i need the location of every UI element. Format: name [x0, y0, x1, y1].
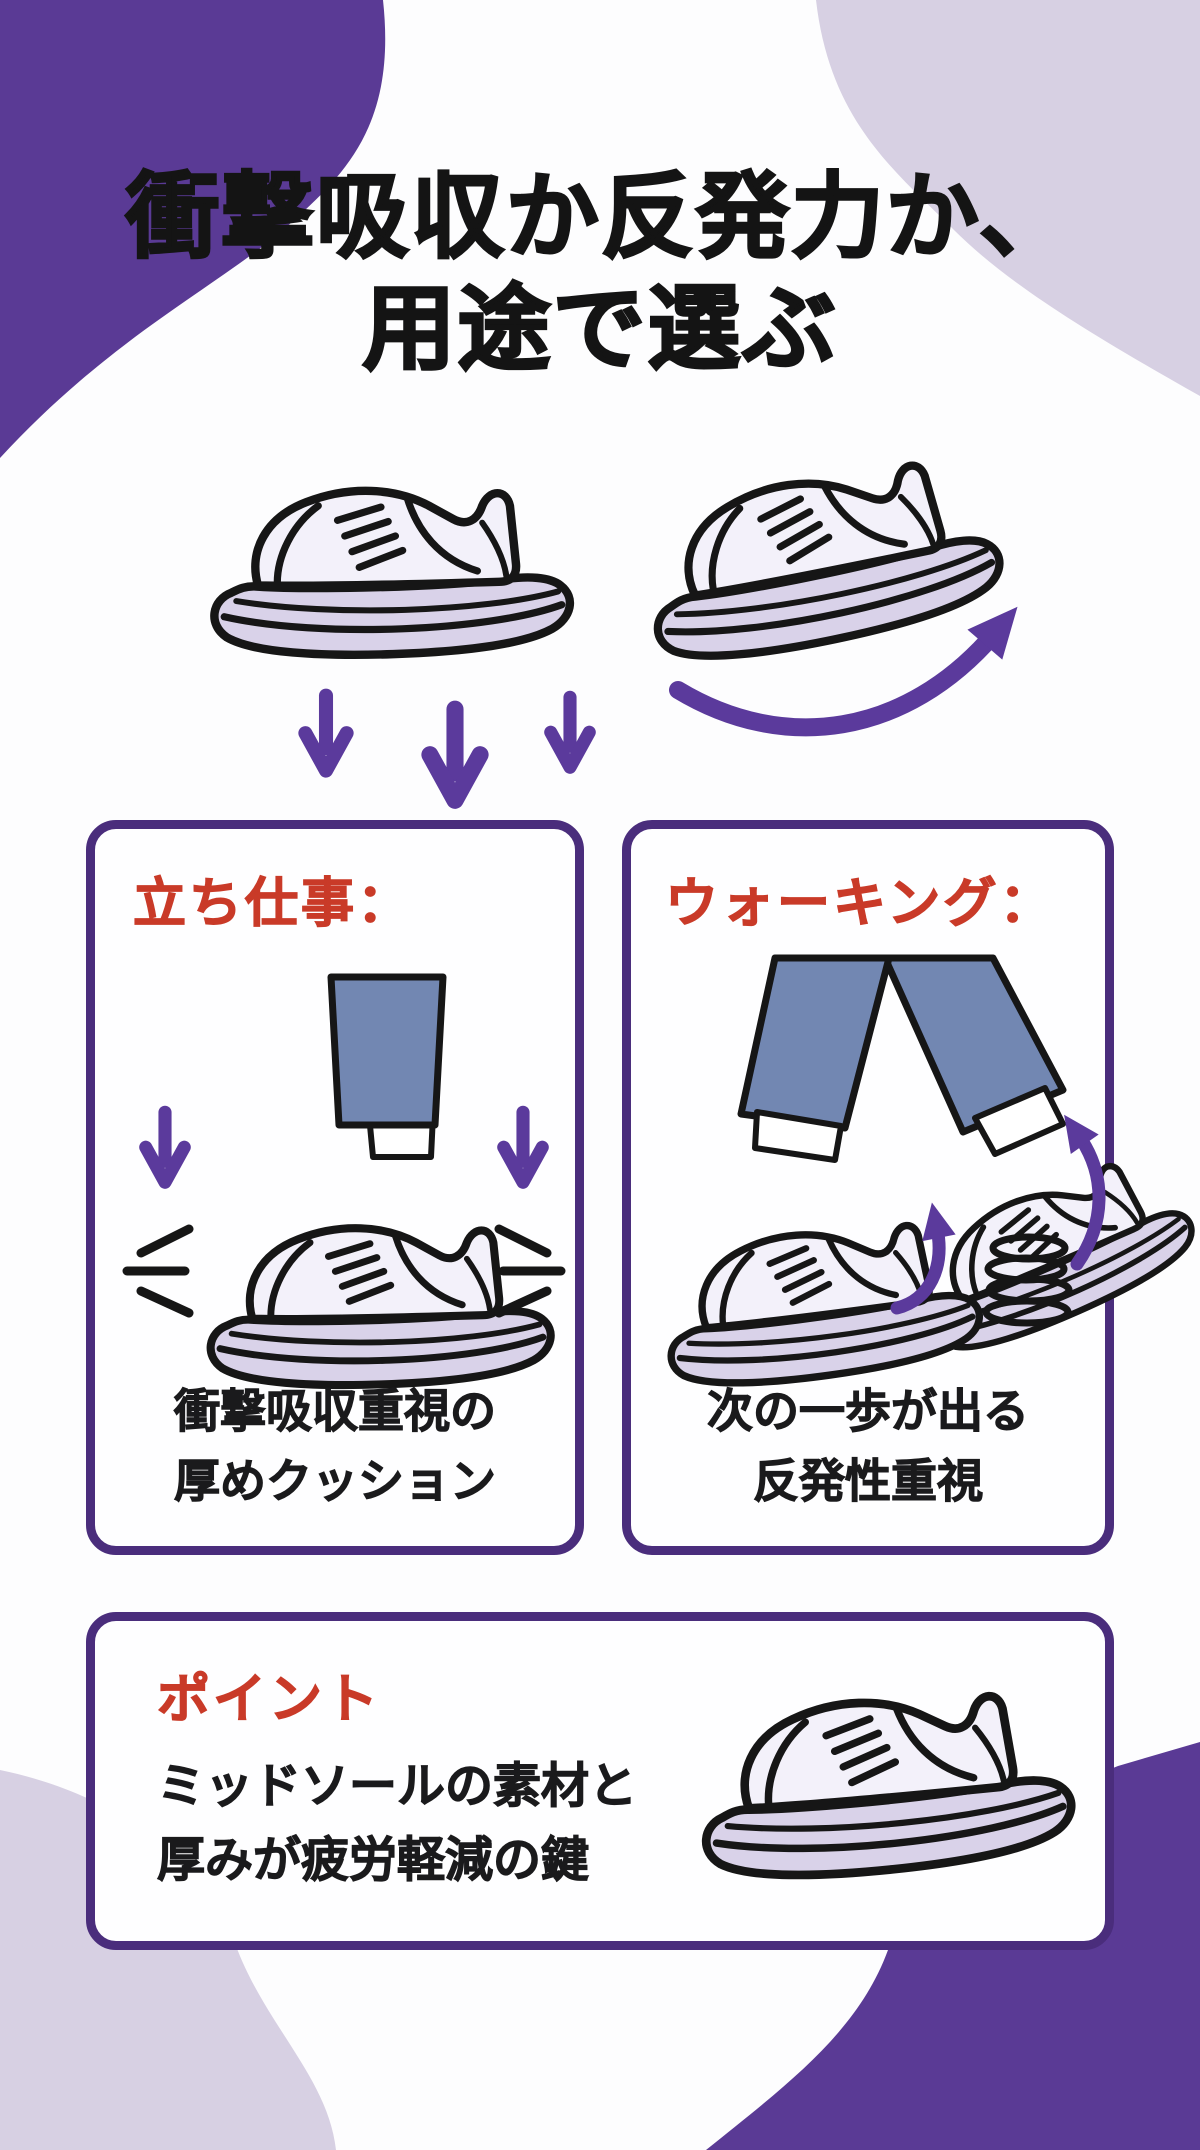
down-arrow-icon — [418, 700, 492, 814]
swoosh-arrow-icon — [669, 606, 1018, 737]
caption-line: 厚みが疲労軽減の鍵 — [156, 1832, 590, 1889]
point-card: ポイント ミッドソールの素材と 厚みが疲労軽減の鍵 — [86, 1612, 1114, 1950]
page-title-line2: 用途で選ぶ — [361, 273, 838, 383]
caption-line: ミッドソールの素材と — [156, 1757, 638, 1814]
corner-blob-bottom-left — [0, 1770, 336, 2150]
point-caption: ミッドソールの素材と 厚みが疲労軽減の鍵 — [156, 1749, 638, 1898]
corner-blob-top-left — [0, 0, 386, 458]
sneaker-icon — [211, 1228, 551, 1385]
walking-heading: ウォーキング： — [664, 872, 1056, 934]
pant-leg — [327, 973, 447, 1129]
sock — [752, 1109, 844, 1163]
down-arrow-icon — [146, 1112, 185, 1182]
corner-blob-top-right — [816, 0, 1200, 396]
down-arrow-icon — [542, 690, 598, 778]
down-arrow-icon — [504, 1112, 543, 1182]
curve-up-arrow-icon — [1064, 1114, 1106, 1271]
standing-work-caption: 衝撃吸収重視の 厚めクッション — [95, 1377, 575, 1517]
walking-illustration — [645, 954, 1107, 1361]
standing-work-card: 立ち仕事： 衝撃吸収重視の 厚めクッション — [86, 820, 584, 1555]
spring-icon — [982, 1233, 1073, 1327]
standing-work-illustration — [122, 973, 566, 1349]
point-heading: ポイント — [156, 1668, 381, 1730]
standing-work-heading: 立ち仕事： — [132, 872, 413, 934]
caption-line: 次の一歩が出る — [707, 1384, 1030, 1439]
pant-leg — [737, 954, 893, 1132]
caption-line: 反発性重視 — [753, 1453, 984, 1508]
caption-line: 厚めクッション — [174, 1453, 497, 1508]
pant-leg — [881, 954, 1067, 1136]
walking-card: ウォーキング： 次の一歩が出る 反発性重視 — [622, 820, 1114, 1555]
caption-line: 衝撃吸収重視の — [174, 1384, 497, 1439]
point-shoe-illustration — [679, 1643, 1092, 1900]
page-title-line1: 衝撃吸収か反発力か、 — [125, 162, 1075, 272]
walking-caption: 次の一歩が出る 反発性重視 — [631, 1377, 1105, 1517]
curve-up-arrow-icon — [890, 1202, 956, 1315]
cushion-shoe-illustration — [200, 448, 586, 671]
impact-lines-icon — [494, 1224, 566, 1318]
impact-lines-icon — [122, 1224, 194, 1318]
page-title: 衝撃吸収か反発力か、 用途で選ぶ — [0, 162, 1200, 385]
sock — [972, 1085, 1066, 1157]
down-arrow-icon — [296, 688, 356, 782]
